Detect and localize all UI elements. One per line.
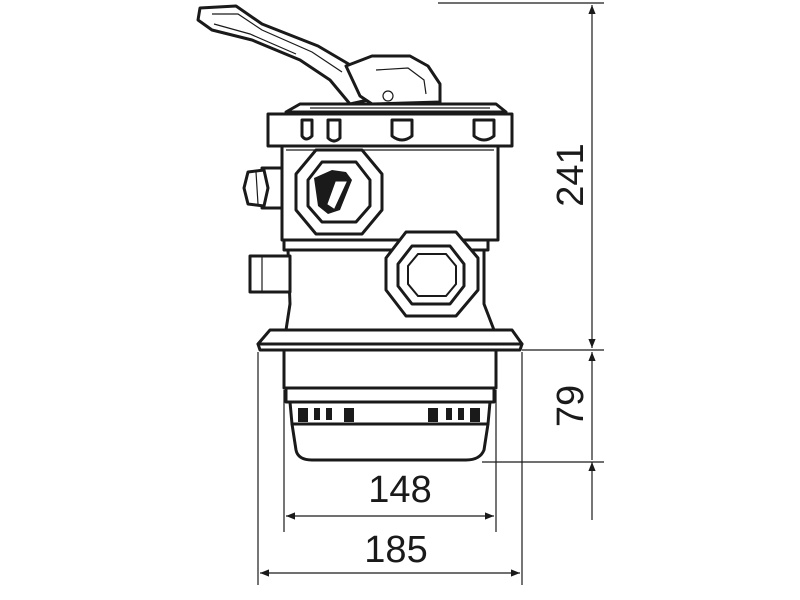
dimension-inner-width-label: 148 [368,469,431,511]
handle-pivot-icon [382,90,394,102]
waste-port [248,254,292,294]
multiport-valve [196,4,524,462]
dimension-outer-width-label: 185 [364,529,427,571]
valve-lid [266,102,514,148]
upper-hex-port [294,148,384,236]
dimension-lower-height-label: 79 [550,385,592,427]
valve-handle [196,4,442,106]
dimension-total-height-label: 241 [550,143,592,206]
pressure-gauge-port [242,166,284,210]
base-flange [256,328,524,352]
lower-hex-port [384,230,480,318]
tank-connector [282,348,498,462]
dimension-lines [257,2,604,585]
